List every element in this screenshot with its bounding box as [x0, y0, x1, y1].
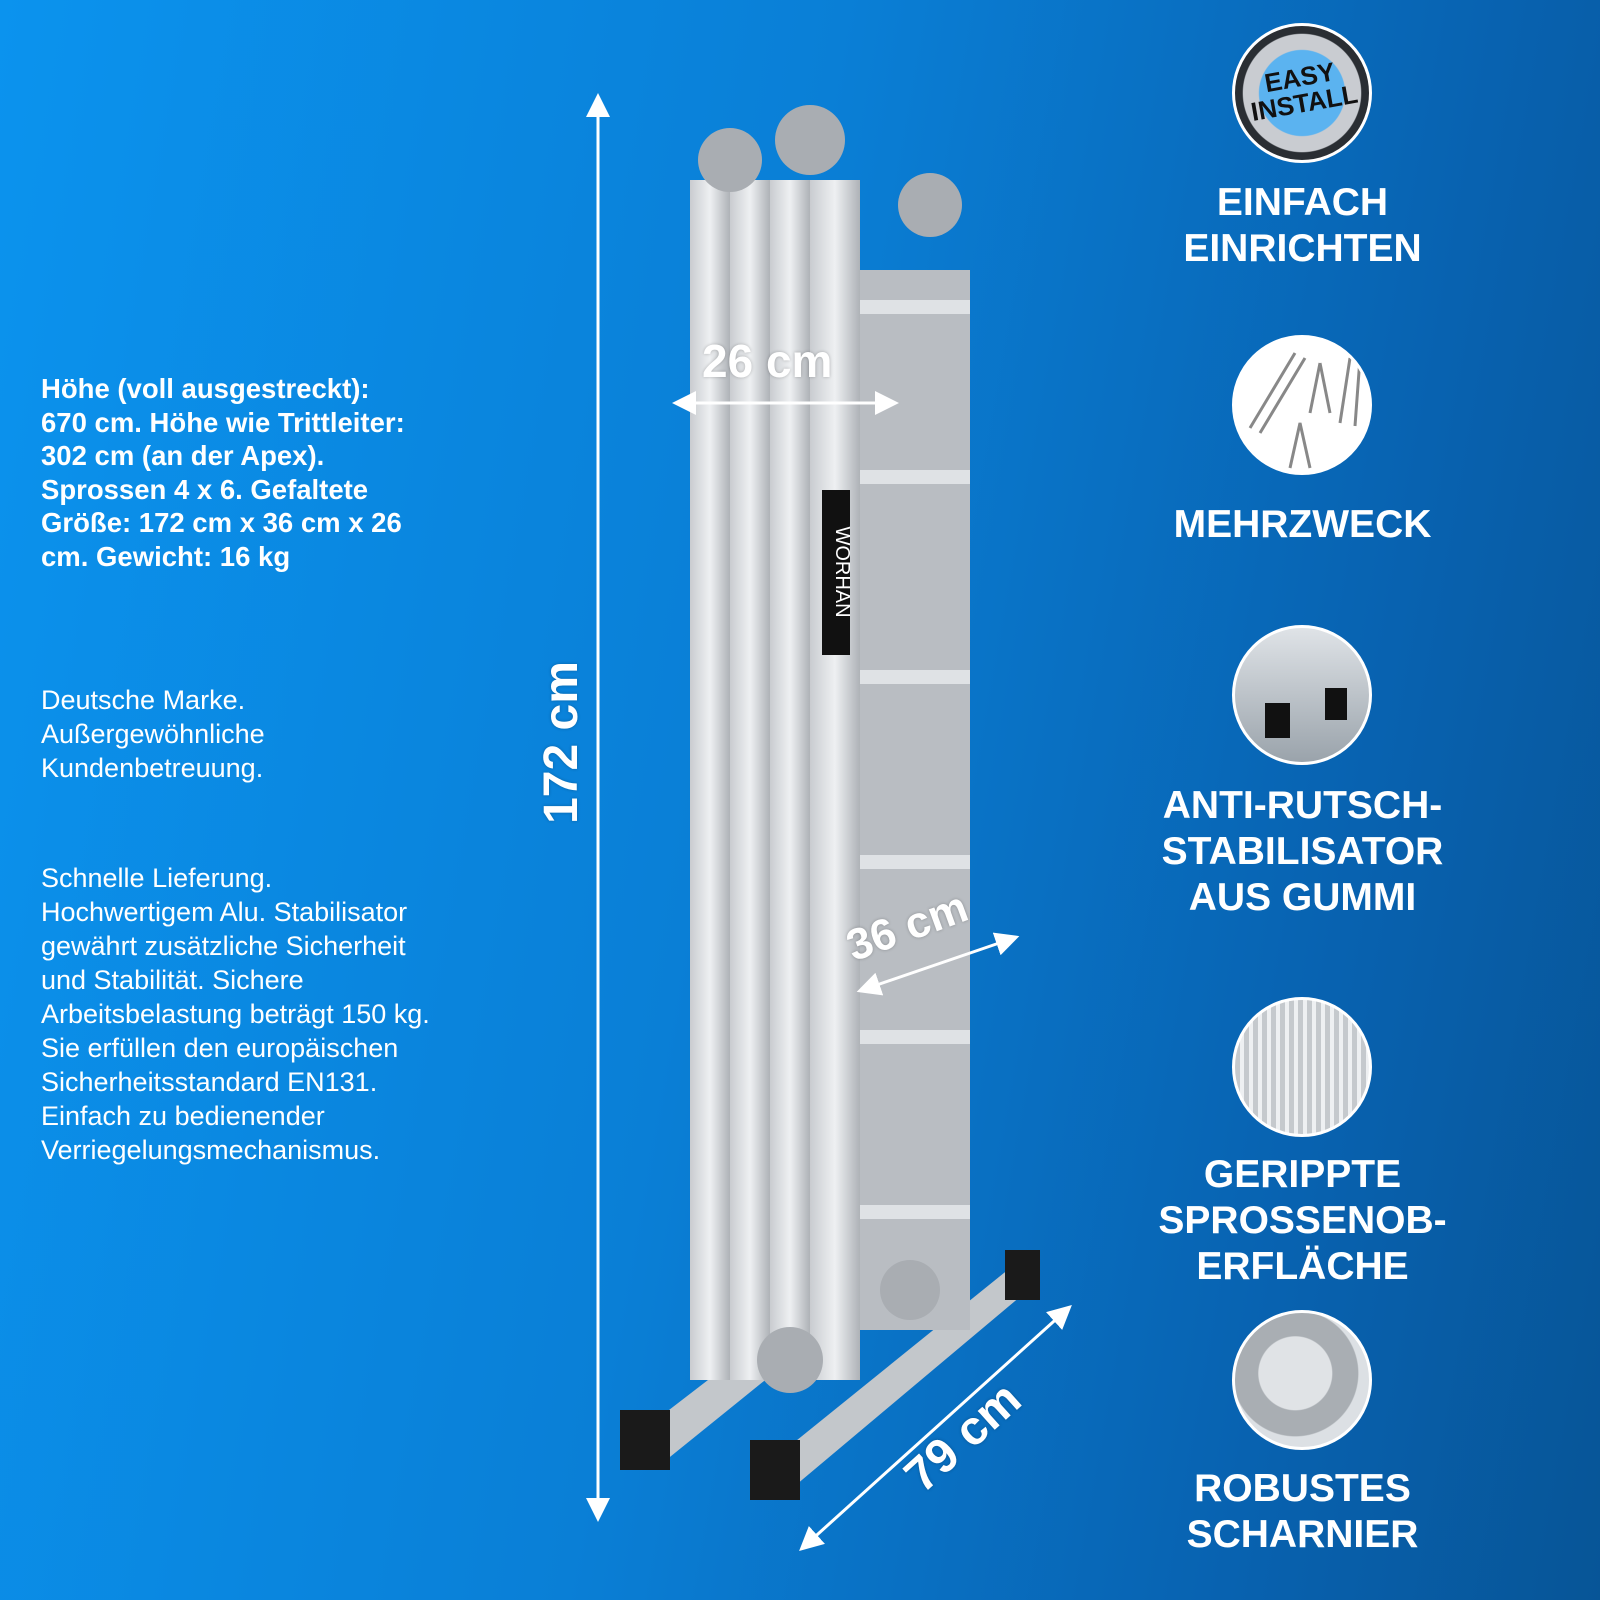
spec-paragraph-brand: Deutsche Marke. Außergewöhnliche Kundenb… — [41, 685, 265, 783]
depth-dimension-label: 26 cm — [702, 335, 833, 387]
hinge-icon — [1232, 1310, 1372, 1450]
brand-text: WORHAN — [831, 526, 853, 617]
width-arrow — [856, 932, 1020, 996]
spec-paragraph-dimensions: Höhe (voll ausgestreckt): 670 cm. Höhe w… — [41, 373, 405, 572]
height-dimension-label: 172 cm — [534, 661, 588, 824]
base-arrow — [799, 1304, 1072, 1552]
ribbed-surface-icon — [1232, 997, 1372, 1137]
badge-text: EASY INSTALL — [1248, 56, 1360, 127]
ladder-rails — [690, 105, 962, 1393]
ladder-configurations-icon — [1232, 335, 1372, 475]
feature-label-anti-slip: ANTI-RUTSCH-STABILISATOR AUS GUMMI — [1161, 784, 1444, 919]
ladder-rungs — [860, 270, 970, 1330]
feature-label-ribbed-rungs: GERIPPTE SPROSSENOB-ERFLÄCHE — [1158, 1153, 1447, 1288]
brand-label: WORHAN — [831, 526, 853, 617]
feature-label-multipurpose: MEHRZWECK — [1173, 503, 1432, 546]
spec-paragraph-features: Schnelle Lieferung. Hochwertigem Alu. St… — [41, 863, 430, 1165]
feature-label-robust-hinge: ROBUSTES SCHARNIER — [1186, 1467, 1419, 1556]
easy-install-seal-icon: EASY INSTALL — [1232, 23, 1372, 163]
rubber-foot-icon — [1232, 625, 1372, 765]
feature-label-easy-setup: EINFACH EINRICHTEN — [1183, 181, 1422, 270]
